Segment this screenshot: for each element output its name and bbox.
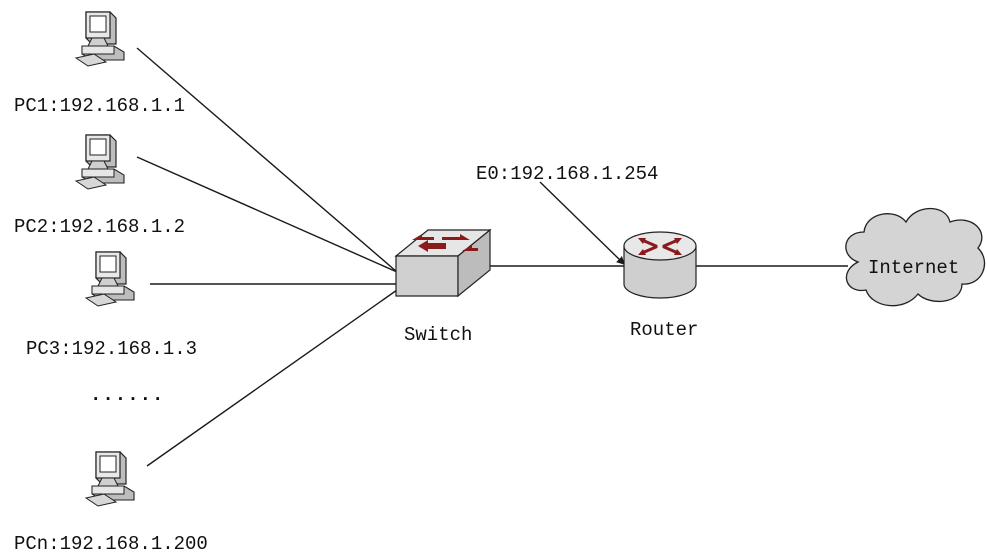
- pc-3[interactable]: [85, 251, 135, 307]
- pc-2[interactable]: [75, 134, 125, 190]
- router-label: Router: [630, 319, 698, 341]
- pc-icon: [75, 11, 125, 67]
- links: [136, 47, 848, 467]
- pc-icon: [85, 451, 135, 507]
- pc-1[interactable]: [75, 11, 125, 67]
- router-interface-label: E0:192.168.1.254: [476, 163, 658, 185]
- pc1-label: PC1:192.168.1.1: [14, 95, 185, 117]
- pc2-label: PC2:192.168.1.2: [14, 216, 185, 238]
- switch-icon: [394, 228, 492, 298]
- link-pcn-switch: [146, 289, 398, 467]
- pc3-label: PC3:192.168.1.3: [26, 338, 197, 360]
- pc-n[interactable]: [85, 451, 135, 507]
- switch-device[interactable]: Switch: [394, 228, 492, 346]
- link-pc2-switch: [136, 156, 398, 273]
- internet-cloud[interactable]: Internet: [845, 208, 986, 307]
- router-device[interactable]: Router: [623, 231, 698, 341]
- pcn-label: PCn:192.168.1.200: [14, 533, 208, 555]
- cloud-icon: [845, 208, 986, 307]
- router-icon: [623, 231, 697, 299]
- switch-label: Switch: [404, 324, 472, 346]
- pc-icon: [75, 134, 125, 190]
- internet-label: Internet: [868, 257, 959, 279]
- link-pc1-switch: [136, 47, 398, 273]
- interface-pointer-arrow: [539, 181, 626, 265]
- ellipsis-label: ......: [90, 384, 164, 406]
- pc-icon: [85, 251, 135, 307]
